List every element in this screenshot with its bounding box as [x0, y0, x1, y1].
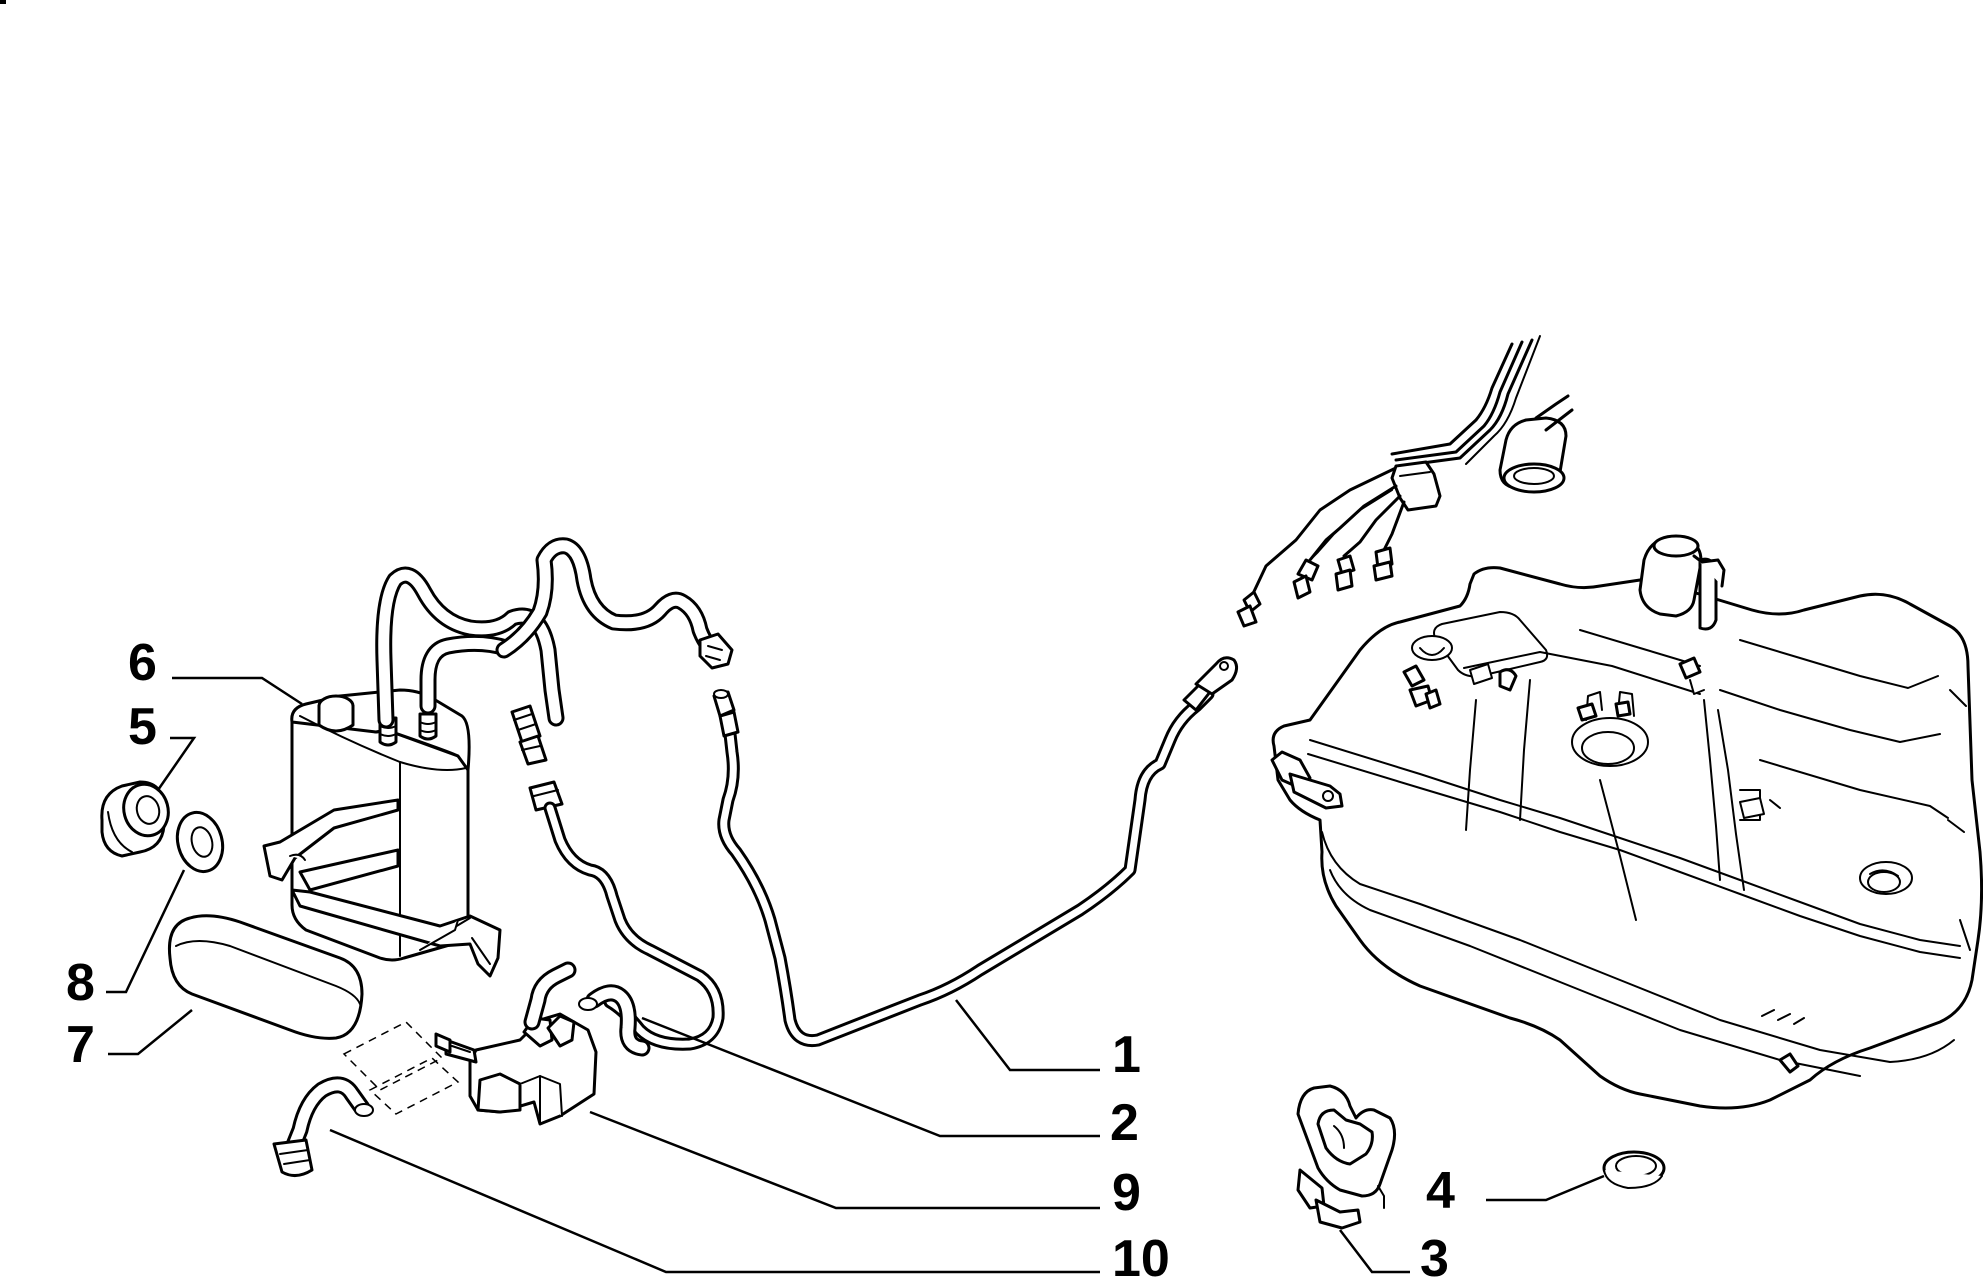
fuel-tank: [1270, 534, 1983, 1110]
dashed-plane: [342, 1021, 460, 1115]
leader-lines: [106, 676, 1605, 1274]
leader-4: [1486, 1174, 1605, 1202]
hose-canister-to-fitting: [375, 537, 734, 766]
leader-8: [106, 869, 186, 994]
callout-labels: 6 5 8 7 1 2 9 10 4 3: [66, 634, 1455, 1278]
callout-9: 9: [1112, 1164, 1141, 1222]
part-8-washer: [175, 810, 225, 874]
part-3-clip: [1296, 1084, 1397, 1230]
callout-6: 6: [128, 634, 157, 692]
part-1-pipe: [712, 656, 1239, 1048]
callout-1: 1: [1112, 1026, 1141, 1084]
callout-3: 3: [1420, 1230, 1449, 1278]
leader-5: [156, 736, 197, 791]
part-4-cap: [1602, 1150, 1666, 1189]
part-10-elbow: [272, 1076, 374, 1177]
leader-7: [108, 1009, 193, 1056]
callout-2: 2: [1110, 1094, 1139, 1152]
callout-10: 10: [1112, 1230, 1170, 1278]
part-7-pad: [167, 914, 364, 1040]
part-2-hose: [528, 780, 725, 1057]
leader-10: [329, 1128, 1100, 1274]
part-9-valve: [434, 961, 598, 1126]
callout-8: 8: [66, 954, 95, 1012]
corner-mark: [0, 0, 6, 4]
leader-2: [641, 1016, 1100, 1138]
part-5-grommet: [100, 780, 170, 858]
part-6-canister: [262, 688, 502, 978]
leader-6: [172, 676, 303, 706]
callout-7: 7: [66, 1016, 95, 1074]
leader-3: [1339, 1229, 1410, 1274]
callout-4: 4: [1426, 1162, 1455, 1220]
pipe-bundle: [1236, 335, 1574, 628]
leader-9: [589, 1110, 1100, 1210]
callout-5: 5: [128, 698, 157, 756]
leader-1: [955, 999, 1100, 1072]
